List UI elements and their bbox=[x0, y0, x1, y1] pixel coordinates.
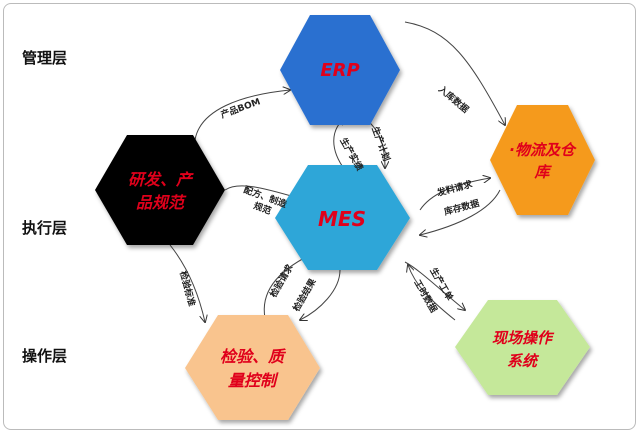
layer-operation: 操作层 bbox=[22, 347, 68, 365]
flow-inbound: 入库数据 bbox=[435, 82, 471, 115]
node-erp bbox=[280, 15, 400, 125]
flow-bom: 产品BOM bbox=[219, 95, 262, 120]
erp-label: ERP bbox=[320, 60, 359, 81]
node-mes bbox=[275, 165, 410, 270]
node-rd bbox=[95, 135, 225, 245]
layer-execution: 执行层 bbox=[22, 219, 68, 237]
arrow-issue bbox=[419, 178, 490, 211]
field-label-2: 系统 bbox=[507, 352, 540, 370]
mes-label: MES bbox=[318, 207, 366, 231]
rd-label-1: 研发、产 bbox=[128, 170, 194, 189]
flow-qc-request: 检验请求 bbox=[267, 261, 296, 299]
arrow-bom bbox=[194, 90, 290, 141]
field-label-1: 现场操作 bbox=[492, 329, 555, 347]
node-field bbox=[455, 300, 590, 395]
rd-label-2: 品规范 bbox=[136, 193, 187, 212]
node-logistics bbox=[490, 105, 595, 215]
layer-management: 管理层 bbox=[22, 49, 68, 67]
arrow-qcstd bbox=[169, 244, 205, 322]
flow-qc-result: 检验结果 bbox=[290, 275, 319, 313]
logistics-label-1: ·物流及仓 bbox=[509, 141, 577, 159]
logistics-label-2: 库 bbox=[533, 163, 552, 181]
arrow-hours bbox=[408, 265, 456, 321]
arrow-qcres bbox=[300, 269, 341, 320]
arrow-stock bbox=[420, 189, 501, 235]
arrow-qcreq bbox=[263, 255, 310, 319]
flow-plan: 生产计划 bbox=[369, 125, 393, 163]
qc-label-2: 量控制 bbox=[228, 371, 279, 390]
flow-issue-request: 发料请求 bbox=[435, 178, 475, 199]
frame bbox=[3, 3, 636, 430]
arrow-inbound bbox=[404, 21, 505, 125]
node-qc bbox=[185, 315, 320, 420]
qc-label-1: 检验、质 bbox=[220, 347, 287, 366]
